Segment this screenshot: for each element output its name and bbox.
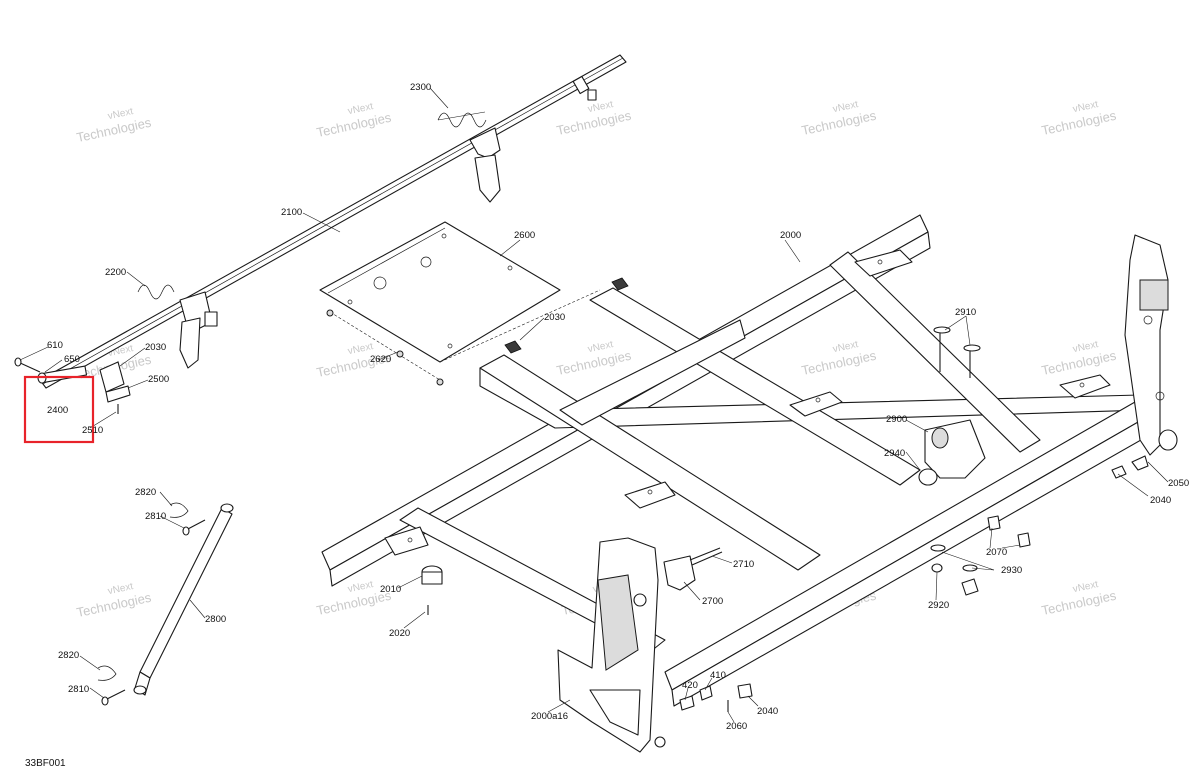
svg-text:vNext: vNext <box>347 579 375 595</box>
plate-2600 <box>319 221 601 386</box>
callout-label: 2940 <box>884 448 905 459</box>
callout-label: 650 <box>64 354 80 365</box>
callout-label: 2100 <box>281 207 302 218</box>
callout-label: 2820 <box>135 487 156 498</box>
callout-label: 2000a16 <box>531 711 568 722</box>
svg-text:vNext: vNext <box>1072 579 1100 595</box>
callout-label: 2200 <box>105 267 126 278</box>
callout-label: 2050 <box>1168 478 1189 489</box>
callout-label: 2620 <box>370 354 391 365</box>
mount-2900 <box>918 326 986 486</box>
svg-text:vNext: vNext <box>832 339 860 355</box>
callout-label: 2010 <box>380 584 401 595</box>
svg-text:vNext: vNext <box>832 99 860 115</box>
callout-label: 2800 <box>205 614 226 625</box>
callout-label: 2700 <box>702 596 723 607</box>
svg-text:vNext: vNext <box>347 341 375 357</box>
svg-text:vNext: vNext <box>107 581 135 597</box>
callout-label: 2000 <box>780 230 801 241</box>
callout-label: 420 <box>682 680 698 691</box>
callout-label: 2900 <box>886 414 907 425</box>
callout-label: 2500 <box>148 374 169 385</box>
svg-text:vNext: vNext <box>347 101 375 117</box>
right-bracket <box>1124 234 1178 456</box>
highlight-box-2400 <box>23 375 95 444</box>
callout-label: 2030 <box>145 342 166 353</box>
callout-labels: 2300 2100 2600 2000 2200 610 650 2030 25… <box>47 82 1189 732</box>
svg-text:vNext: vNext <box>1072 99 1100 115</box>
hardware <box>14 277 1149 712</box>
callout-label: 2020 <box>389 628 410 639</box>
callout-label-highlighted: 2400 <box>47 405 68 416</box>
callout-label: 2810 <box>68 684 89 695</box>
strut-2800 <box>97 502 234 706</box>
callout-label: 2510 <box>82 425 103 436</box>
callout-label: 2920 <box>928 600 949 611</box>
leader-lines <box>19 87 1169 723</box>
callout-label: 2820 <box>58 650 79 661</box>
svg-text:vNext: vNext <box>1072 339 1100 355</box>
frame-2000 <box>321 214 1149 707</box>
callout-label: 2040 <box>1150 495 1171 506</box>
callout-label: 2810 <box>145 511 166 522</box>
callout-label: 2300 <box>410 82 431 93</box>
svg-text:vNext: vNext <box>107 106 135 122</box>
callout-label: 2930 <box>1001 565 1022 576</box>
callout-label: 2710 <box>733 559 754 570</box>
callout-label: 2910 <box>955 307 976 318</box>
svg-text:vNext: vNext <box>587 339 615 355</box>
callout-label: 610 <box>47 340 63 351</box>
callout-label: 2070 <box>986 547 1007 558</box>
svg-text:vNext: vNext <box>587 99 615 115</box>
panel-2000a16 <box>557 537 666 753</box>
callout-label: 410 <box>710 670 726 681</box>
callout-label: 2600 <box>514 230 535 241</box>
callout-label: 2030 <box>544 312 565 323</box>
callout-label: 2060 <box>726 721 747 732</box>
shaft-2100 <box>39 54 627 389</box>
callout-label: 2040 <box>757 706 778 717</box>
figure-id: 33BF001 <box>25 758 66 769</box>
